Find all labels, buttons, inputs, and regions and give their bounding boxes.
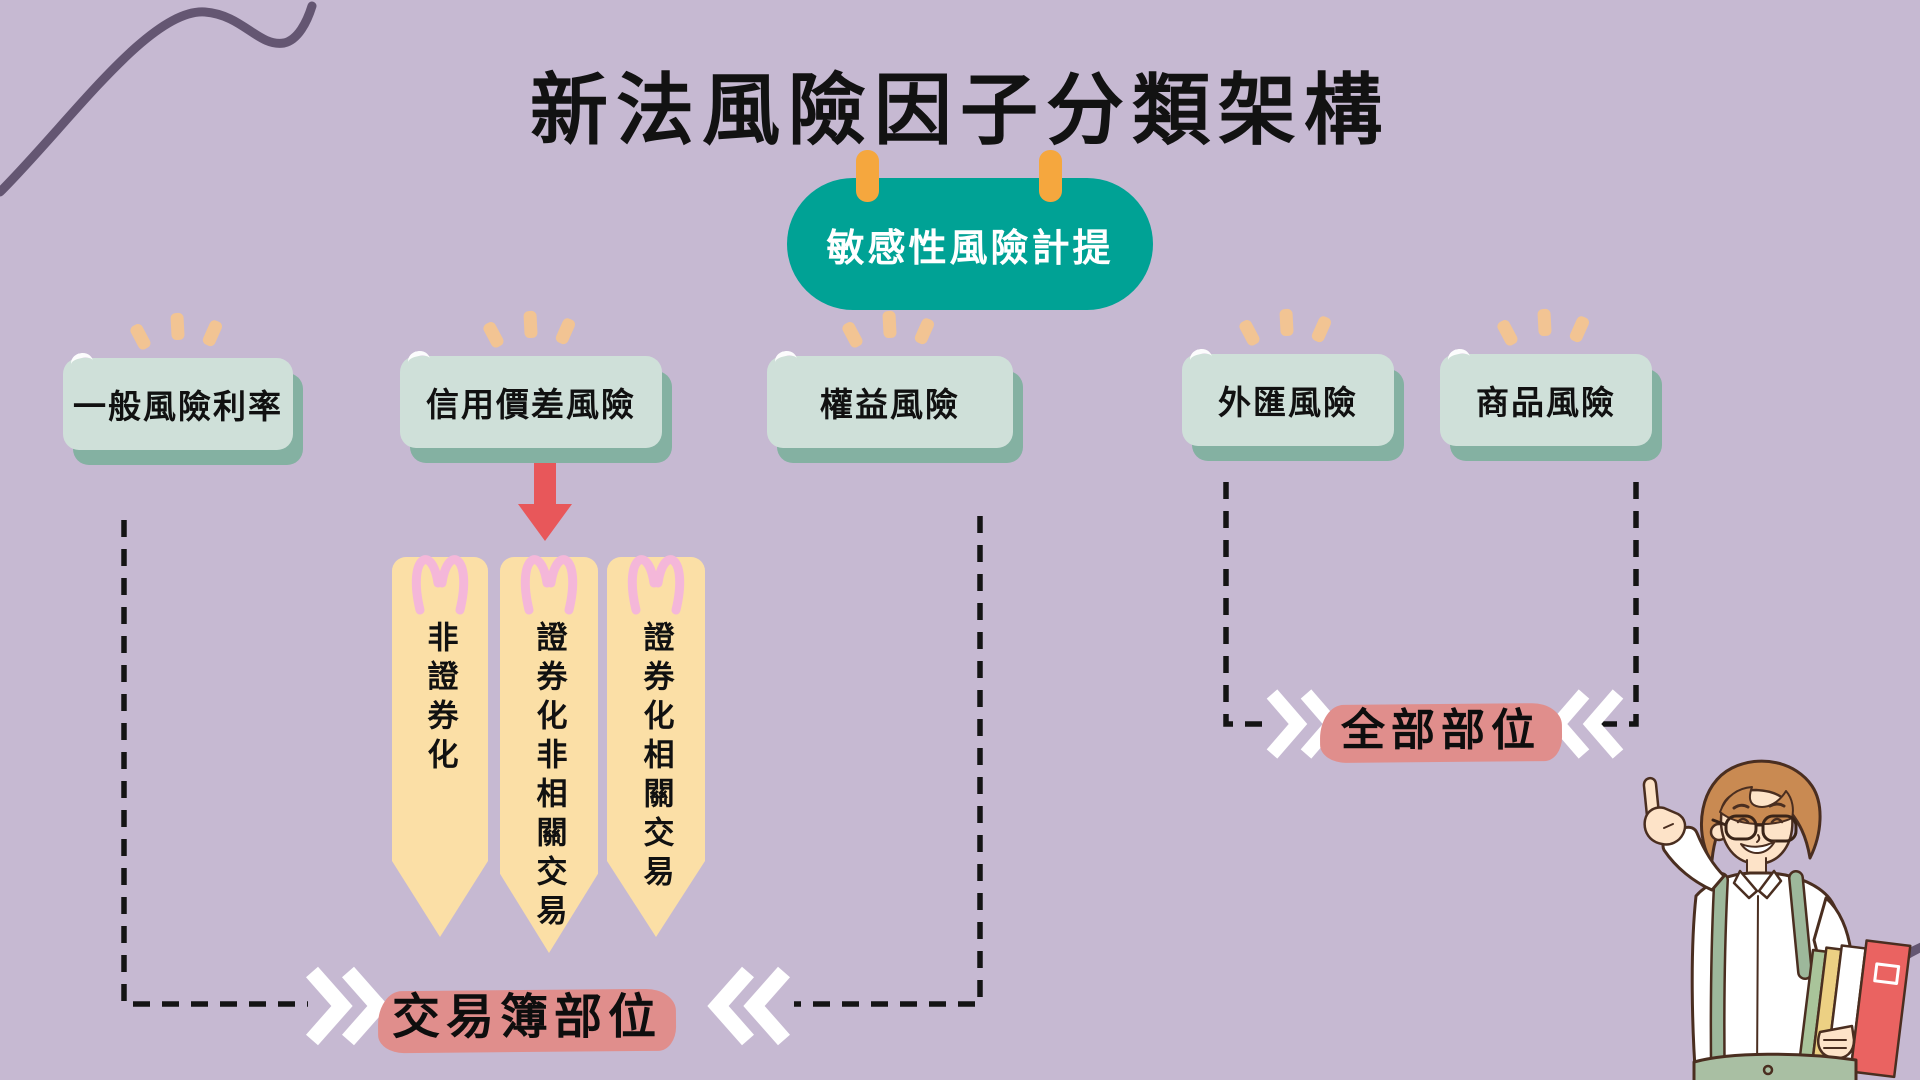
risk-box-label: 信用價差風險 bbox=[426, 386, 636, 423]
connector-equity-to-trading-book bbox=[794, 516, 983, 1007]
group-label-trading-book: 交易簿部位 bbox=[377, 970, 677, 1054]
risk-box-equity: 權益風險 bbox=[767, 349, 1013, 448]
connector-general-rate-to-trading-book bbox=[121, 520, 308, 1007]
sparkle-rays-icon bbox=[130, 308, 1590, 350]
connector-commodity-to-all-positions bbox=[1598, 482, 1639, 727]
tag-label: 證券化相關交易 bbox=[638, 621, 674, 894]
risk-box-general-interest-rate: 一般風險利率 bbox=[63, 351, 293, 450]
risk-box-fx: 外匯風險 bbox=[1182, 347, 1394, 446]
connector-fx-to-all-positions bbox=[1223, 482, 1266, 727]
tag-label: 證券化非相關交易 bbox=[531, 621, 567, 933]
group-label-text: 交易簿部位 bbox=[391, 991, 662, 1044]
orange-peg-icon bbox=[1039, 150, 1062, 202]
top-left-curve bbox=[0, 1, 317, 197]
tag-securitized-non-correlation: 證券化非相關交易 bbox=[500, 557, 598, 953]
risk-box-label: 權益風險 bbox=[820, 386, 960, 423]
page-title: 新法風險因子分類架構 bbox=[529, 66, 1390, 154]
root-node-label: 敏感性風險計提 bbox=[826, 227, 1114, 270]
risk-box-label: 商品風險 bbox=[1476, 384, 1616, 421]
tag-securitized-correlation: 證券化相關交易 bbox=[607, 557, 705, 937]
risk-box-label: 外匯風險 bbox=[1218, 384, 1358, 421]
root-node-sensitivity-risk: 敏感性風險計提 bbox=[787, 178, 1153, 310]
group-label-text: 全部部位 bbox=[1341, 706, 1541, 755]
tag-non-securitized: 非證券化 bbox=[392, 557, 488, 937]
man-with-books-illustration bbox=[1642, 759, 1912, 1080]
risk-box-label: 一般風險利率 bbox=[73, 388, 283, 425]
risk-box-credit-spread: 信用價差風險 bbox=[400, 349, 662, 448]
orange-peg-icon bbox=[856, 150, 879, 202]
tag-label: 非證券化 bbox=[422, 621, 458, 777]
red-down-arrow-icon bbox=[518, 462, 572, 541]
group-label-all-positions: 全部部位 bbox=[1319, 690, 1563, 764]
risk-box-commodity: 商品風險 bbox=[1440, 347, 1652, 446]
